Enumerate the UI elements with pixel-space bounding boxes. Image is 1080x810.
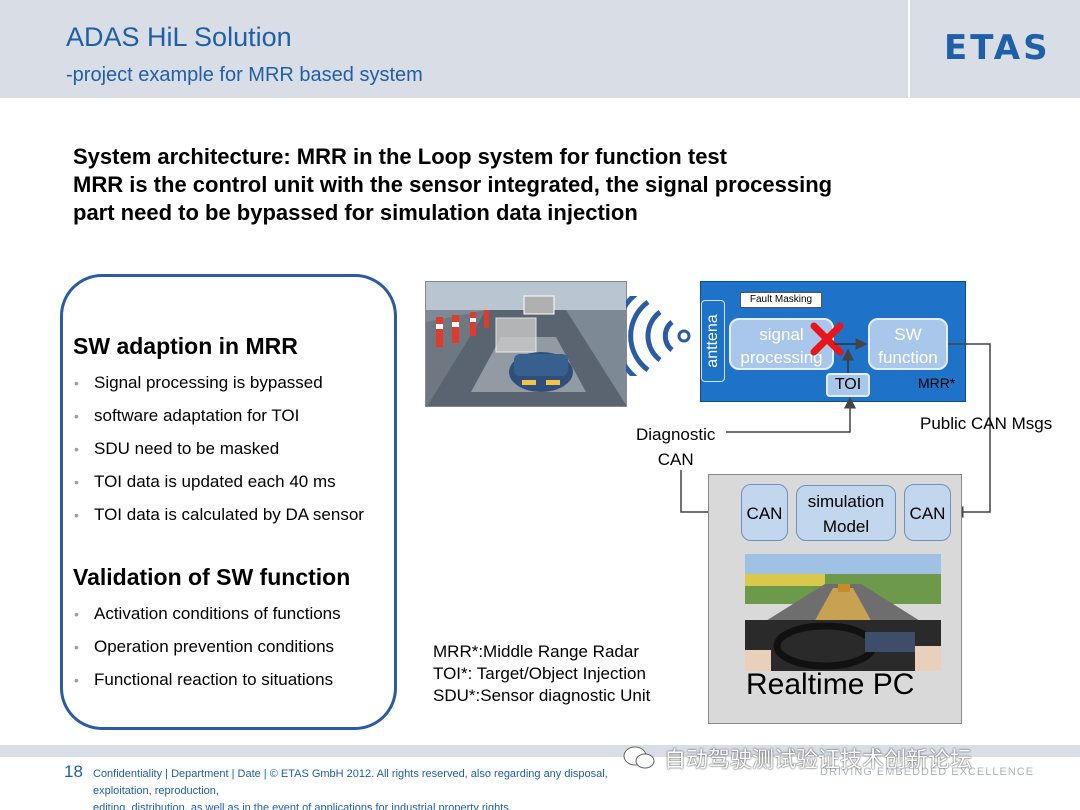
footer-tagline: DRIVING EMBEDDED EXCELLENCE bbox=[820, 766, 1035, 778]
simulation-model-block: simulation Model bbox=[796, 485, 896, 541]
slide-title: ADAS HiL Solution bbox=[66, 22, 292, 52]
watermark-text: 自动驾驶测试验证技术创新论坛 bbox=[664, 747, 973, 772]
toi-block: TOI bbox=[826, 373, 870, 397]
wechat-icon bbox=[623, 746, 655, 769]
footer-bar bbox=[0, 745, 1080, 757]
bullet-icon: • bbox=[74, 672, 79, 688]
wireless-signal-icon bbox=[626, 296, 691, 376]
list-item: •TOI data is updated each 40 ms bbox=[74, 472, 336, 491]
sw-function-block: SW function bbox=[868, 318, 948, 370]
main-heading: System architecture: MRR in the Loop sys… bbox=[73, 143, 973, 227]
list-item: •Operation prevention conditions bbox=[74, 637, 335, 656]
list-item: •TOI data is calculated by DA sensor bbox=[74, 505, 364, 524]
bullet-icon: • bbox=[74, 606, 79, 622]
heading-line-3: part need to be bypassed for simulation … bbox=[73, 200, 638, 225]
validation-title: Validation of SW function bbox=[73, 564, 351, 590]
heading-line-2: MRR is the control unit with the sensor … bbox=[73, 172, 833, 197]
diagnostic-can-label: Diagnostic CAN bbox=[636, 425, 716, 469]
page-number: 18 bbox=[64, 762, 83, 781]
slide-header bbox=[0, 0, 1080, 98]
antenna-label: anttena bbox=[704, 314, 721, 368]
etas-logo: ETAS bbox=[944, 28, 1051, 68]
road-scene-icon bbox=[426, 282, 626, 406]
bullet-icon: • bbox=[74, 375, 79, 391]
list-item: •Activation conditions of functions bbox=[74, 604, 341, 623]
bullet-icon: • bbox=[74, 507, 79, 523]
note-toi: TOI*: Target/Object Injection bbox=[433, 664, 646, 683]
bullet-icon: • bbox=[74, 639, 79, 655]
note-sdu: SDU*:Sensor diagnostic Unit bbox=[433, 686, 651, 705]
bypass-cross-icon bbox=[810, 322, 844, 356]
list-item: •Signal processing is bypassed bbox=[74, 373, 323, 392]
antenna-block: anttena bbox=[701, 300, 725, 382]
slide-subtitle: -project example for MRR based system bbox=[66, 64, 423, 86]
radar-road-image bbox=[425, 281, 627, 407]
can-right-block: CAN bbox=[904, 484, 951, 541]
heading-line-1: System architecture: MRR in the Loop sys… bbox=[73, 144, 727, 169]
realtime-pc-label: Realtime PC bbox=[746, 668, 915, 701]
confidentiality-notice: Confidentiality | Department | Date | © … bbox=[93, 768, 608, 810]
can-left-block: CAN bbox=[741, 484, 788, 541]
bullet-icon: • bbox=[74, 408, 79, 424]
sw-adaption-panel bbox=[60, 274, 397, 730]
sw-adaption-title: SW adaption in MRR bbox=[73, 333, 298, 359]
mrr-label: MRR* bbox=[918, 375, 956, 391]
public-can-label: Public CAN Msgs bbox=[920, 414, 1053, 433]
note-mrr: MRR*:Middle Range Radar bbox=[433, 642, 639, 661]
abbreviation-notes: MRR*:Middle Range Radar TOI*: Target/Obj… bbox=[433, 641, 650, 707]
list-item: •SDU need to be masked bbox=[74, 439, 280, 458]
list-item: •Functional reaction to situations bbox=[74, 670, 334, 689]
bullet-icon: • bbox=[74, 441, 79, 457]
fault-masking-box: Fault Masking bbox=[740, 292, 822, 308]
list-item: •software adaptation for TOI bbox=[74, 406, 300, 425]
driver-view-image bbox=[745, 554, 941, 671]
header-divider bbox=[908, 0, 910, 98]
bullet-icon: • bbox=[74, 474, 79, 490]
cockpit-scene-icon bbox=[745, 554, 941, 671]
